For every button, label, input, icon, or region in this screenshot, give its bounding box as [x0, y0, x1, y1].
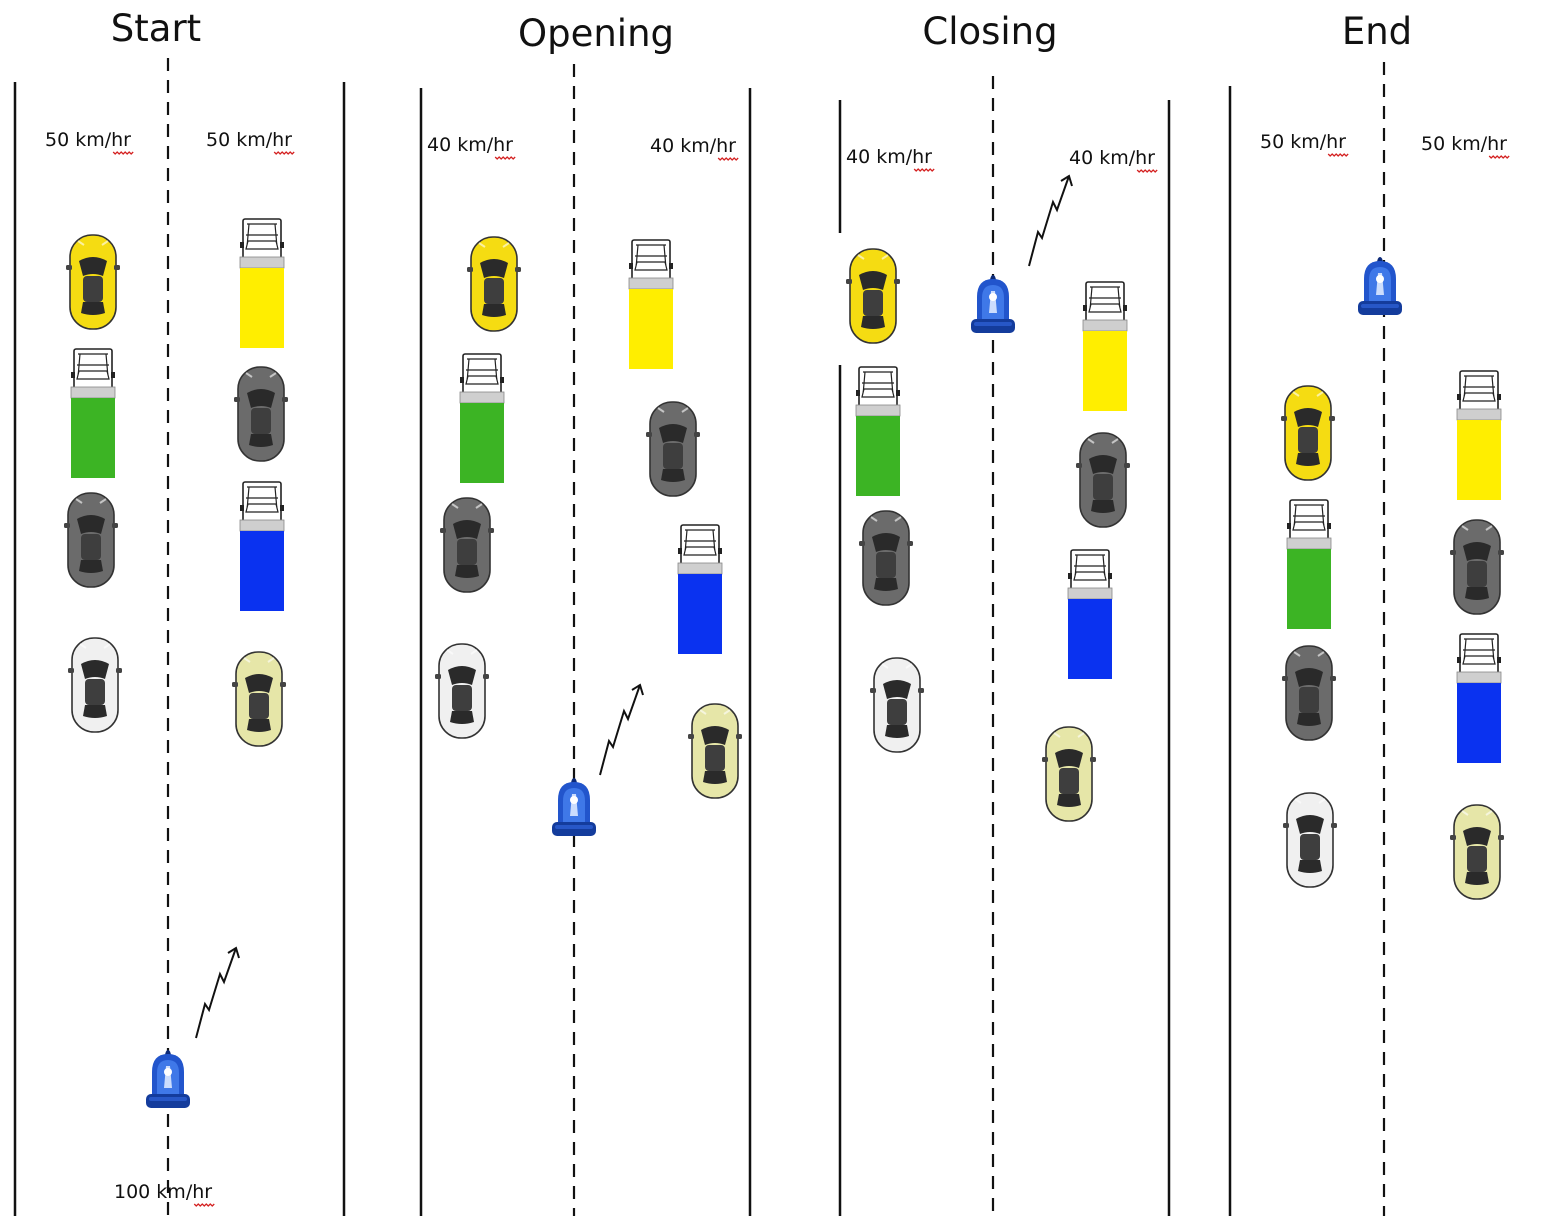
end-right-lane-yellow-truck-1	[1456, 370, 1502, 501]
opening-signal-arrow-icon	[599, 684, 644, 776]
closing-right-lane-grey-car-2	[1076, 432, 1130, 528]
spellcheck-squiggle	[112, 151, 134, 155]
opening-right-lane-cream-car-4	[688, 703, 742, 799]
end-left-lane-yellow-car-1	[1281, 385, 1335, 481]
opening-left-lane-white-car-4	[435, 643, 489, 739]
panel-title-opening: Opening	[518, 12, 674, 55]
spellcheck-squiggle	[1136, 169, 1158, 173]
speed-label-closing-right: 40 km/hr	[1069, 147, 1155, 169]
speed-label-opening-left: 40 km/hr	[427, 134, 513, 156]
panel-title-start: Start	[111, 7, 201, 50]
spellcheck-squiggle	[1327, 153, 1349, 157]
start-left-lane-green-truck-2	[70, 348, 116, 479]
end-left-lane-white-car-4	[1283, 792, 1337, 888]
end-right-lane-cream-car-4	[1450, 804, 1504, 900]
spellcheck-squiggle	[273, 151, 295, 155]
closing-left-lane-white-car-4	[870, 657, 924, 753]
closing-siren-icon	[971, 275, 1015, 333]
speed-label-opening-right: 40 km/hr	[650, 135, 736, 157]
closing-right-lane-blue-truck-3	[1067, 549, 1113, 680]
opening-right-lane-blue-truck-3	[677, 524, 723, 655]
start-siren-icon	[146, 1050, 190, 1108]
closing-left-lane-yellow-car-1	[846, 248, 900, 344]
opening-left-lane-yellow-car-1	[467, 236, 521, 332]
start-left-lane-grey-car-3	[64, 492, 118, 588]
closing-left-lane-grey-car-3	[859, 510, 913, 606]
start-right-lane-grey-car-2	[234, 366, 288, 462]
speed-label-end-left: 50 km/hr	[1260, 131, 1346, 153]
spellcheck-squiggle	[717, 157, 739, 161]
opening-left-lane-grey-car-3	[440, 497, 494, 593]
closing-right-lane-cream-car-4	[1042, 726, 1096, 822]
end-left-lane-green-truck-2	[1286, 499, 1332, 630]
end-right-lane-blue-truck-3	[1456, 633, 1502, 764]
start-signal-arrow-icon	[195, 947, 240, 1039]
opening-left-lane-green-truck-2	[459, 353, 505, 484]
vehicles-layer	[64, 175, 1504, 1108]
end-siren-icon	[1358, 257, 1402, 315]
closing-left-lane-green-truck-2	[855, 366, 901, 497]
speed-label-closing-left: 40 km/hr	[846, 146, 932, 168]
panel-title-closing: Closing	[922, 10, 1057, 53]
opening-right-lane-grey-car-2	[646, 401, 700, 497]
road-lines-layer	[13, 58, 1386, 1216]
labels-layer	[112, 151, 1510, 1207]
end-right-lane-grey-car-2	[1450, 519, 1504, 615]
opening-right-lane-yellow-truck-1	[628, 239, 674, 370]
speed-label-start-siren: 100 km/hr	[114, 1181, 212, 1203]
speed-label-start-left: 50 km/hr	[45, 129, 131, 151]
spellcheck-squiggle	[193, 1203, 215, 1207]
speed-label-end-right: 50 km/hr	[1421, 133, 1507, 155]
spellcheck-squiggle	[913, 168, 935, 172]
start-right-lane-blue-truck-3	[239, 481, 285, 612]
start-right-lane-yellow-truck-1	[239, 218, 285, 349]
start-left-lane-yellow-car-1	[66, 234, 120, 330]
speed-label-start-right: 50 km/hr	[206, 129, 292, 151]
start-right-lane-cream-car-4	[232, 651, 286, 747]
start-left-lane-white-car-4	[68, 637, 122, 733]
closing-right-lane-yellow-truck-1	[1082, 281, 1128, 412]
spellcheck-squiggle	[1488, 155, 1510, 159]
closing-signal-arrow-icon	[1028, 175, 1073, 267]
spellcheck-squiggle	[494, 156, 516, 160]
opening-siren-icon	[552, 778, 596, 836]
end-left-lane-grey-car-3	[1282, 645, 1336, 741]
panel-title-end: End	[1342, 10, 1412, 53]
